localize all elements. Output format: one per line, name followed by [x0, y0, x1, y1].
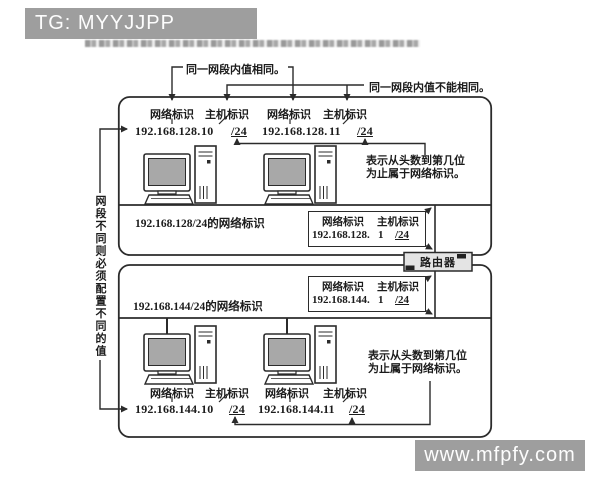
- host-id-label: 主机标识: [377, 282, 419, 293]
- host-id-label: 主机标识: [205, 388, 249, 400]
- network-id-label: 网络标识: [267, 109, 311, 121]
- host4-prefix: /24: [349, 402, 365, 416]
- segment1-interface-box: [308, 211, 426, 247]
- router-if1-host-id: 1: [378, 229, 384, 241]
- prefix-note-line2: 为止属于网络标识。: [366, 168, 465, 180]
- router-if2-prefix: /24: [395, 294, 410, 306]
- different-segment-note: 网段不同则必须配置不同的值: [92, 193, 108, 360]
- router-label: 路由器: [420, 256, 456, 269]
- label-connector-ticks-bottom: [171, 393, 352, 403]
- network-id-label: 网络标识: [150, 388, 194, 400]
- blurred-caption-text: [85, 40, 420, 47]
- host3-network-id: 192.168.144.: [135, 402, 201, 416]
- prefix-note-line1: 表示从头数到第几位: [368, 350, 467, 362]
- website-watermark: www.mfpfy.com: [415, 440, 585, 471]
- segment1-enclosure: [117, 96, 493, 256]
- segment2-interface-box: [308, 276, 426, 312]
- host3-host-id: 10: [201, 402, 214, 416]
- host1-host-id: 10: [201, 124, 214, 138]
- segment1-caption: 192.168.128/24的网络标识: [135, 218, 265, 230]
- prefix-note-line1: 表示从头数到第几位: [366, 155, 465, 167]
- router-if1-prefix: /24: [395, 229, 410, 241]
- router-if1-network-id: 192.168.128.: [312, 229, 370, 241]
- router-if2-host-id: 1: [378, 294, 384, 306]
- router-if2-network-id: 192.168.144.: [312, 294, 370, 306]
- host4-network-id: 192.168.144.: [258, 402, 324, 416]
- prefix-note-line2: 为止属于网络标识。: [368, 363, 467, 375]
- segment2-prefix-note: 表示从头数到第几位 为止属于网络标识。: [368, 350, 467, 376]
- host1-prefix: /24: [231, 124, 247, 138]
- host-id-label: 主机标识: [377, 217, 419, 228]
- computer-icon: [143, 145, 217, 205]
- telegram-watermark: TG: MYYJJPP: [25, 8, 257, 39]
- host-id-label: 主机标识: [205, 109, 249, 121]
- not-same-value-note: 同一网段内值不能相同。: [366, 79, 493, 95]
- network-id-label: 网络标识: [322, 282, 364, 293]
- computer-icon: [263, 325, 337, 385]
- host-id-label: 主机标识: [323, 109, 367, 121]
- router-icon: [403, 251, 473, 272]
- host2-host-id: 11: [329, 124, 341, 138]
- network-id-label: 网络标识: [150, 109, 194, 121]
- host-id-label: 主机标识: [323, 388, 367, 400]
- host3-prefix: /24: [229, 402, 245, 416]
- segment2-enclosure: [117, 264, 493, 438]
- host2-prefix: /24: [357, 124, 373, 138]
- host4-host-id: 11: [323, 402, 335, 416]
- segment2-prefix-note-connector: [231, 381, 431, 426]
- segment2-caption: 192.168.144/24的网络标识: [133, 301, 263, 313]
- segment1-prefix-note: 表示从头数到第几位 为止属于网络标识。: [366, 155, 465, 181]
- same-value-note: 同一网段内值相同。: [183, 61, 288, 77]
- not-same-value-bracket: [223, 84, 364, 101]
- host2-network-id: 192.168.128.: [262, 124, 328, 138]
- network-id-label: 网络标识: [265, 388, 309, 400]
- label-connector-ticks-top: [171, 115, 352, 125]
- segment1-prefix-note-connector: [233, 138, 426, 155]
- computer-icon: [263, 145, 337, 205]
- computer-icon: [143, 325, 217, 385]
- host1-network-id: 192.168.128.: [135, 124, 201, 138]
- network-id-label: 网络标识: [322, 217, 364, 228]
